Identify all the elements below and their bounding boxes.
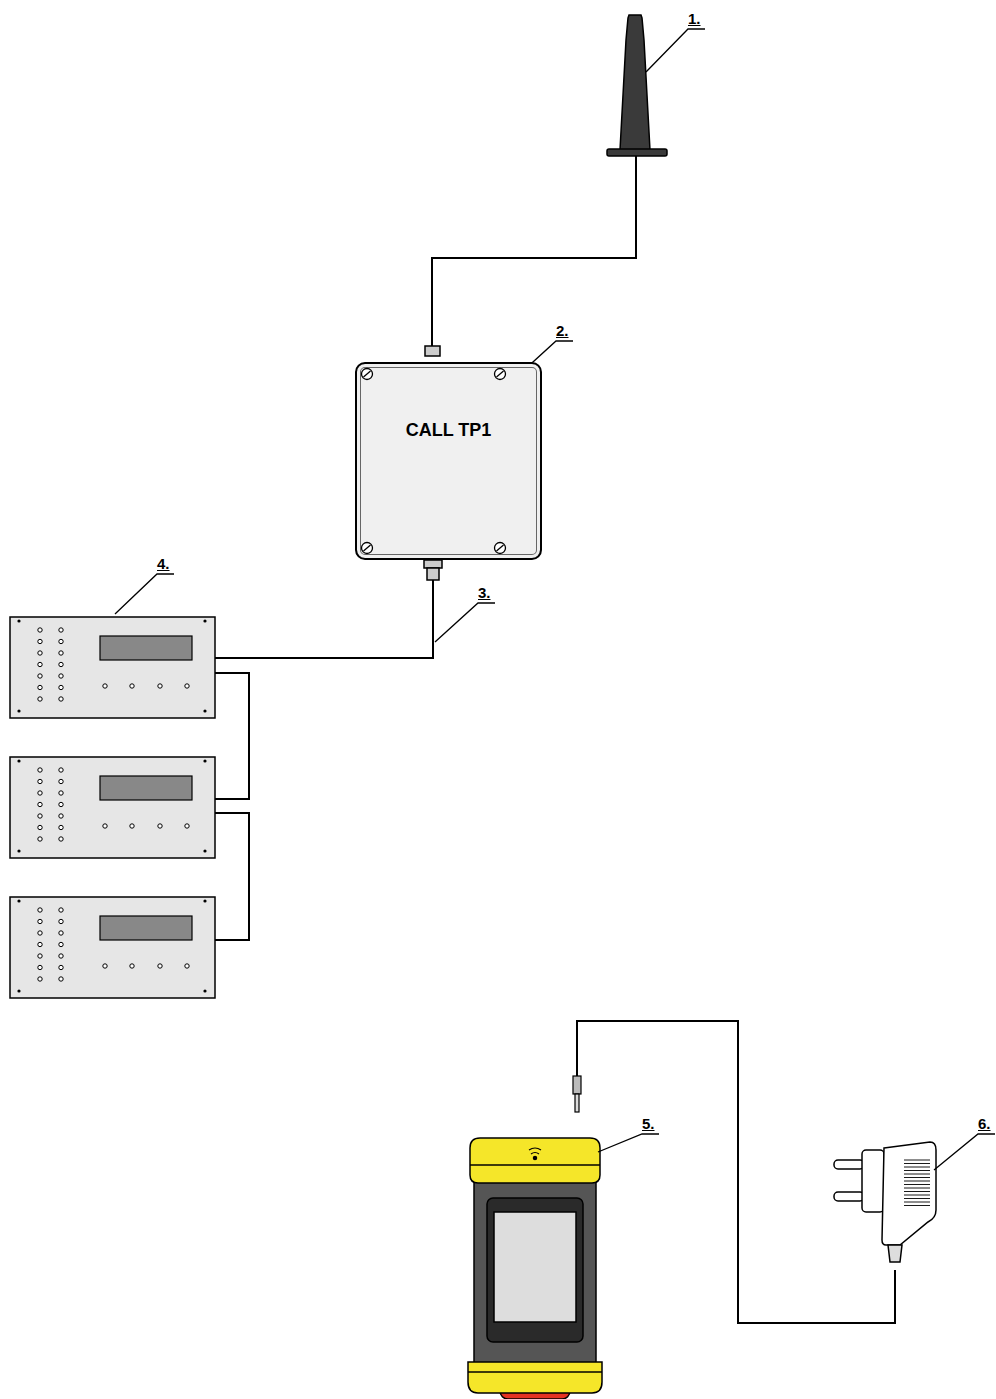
device-name: CALL TP1	[357, 420, 540, 441]
leader-lines	[115, 29, 995, 1170]
callout-number: 1.	[688, 11, 701, 26]
dc-plug	[575, 1094, 579, 1112]
dc-plug	[573, 1076, 581, 1094]
connector	[424, 560, 442, 568]
bus-cable	[215, 580, 433, 658]
bus-cable	[215, 673, 249, 799]
power-adapter	[834, 1142, 936, 1262]
callout-number: 5.	[642, 1116, 655, 1131]
bus-cable	[215, 813, 249, 940]
display-panel	[10, 757, 215, 858]
display-panel	[10, 897, 215, 998]
enclosure-box: CALL TP1	[355, 362, 542, 560]
connector	[427, 568, 439, 580]
antenna-cable	[432, 156, 636, 346]
handheld-terminal	[468, 1138, 602, 1399]
callout-number: 6.	[978, 1116, 991, 1131]
charger-cable	[577, 1021, 895, 1323]
callout-number: 3.	[478, 585, 491, 600]
screws	[355, 362, 512, 560]
callout-number: 2.	[556, 323, 569, 338]
display-panel	[10, 617, 215, 718]
antenna	[607, 15, 667, 156]
connector	[425, 346, 440, 356]
callout-number: 4.	[157, 556, 170, 571]
